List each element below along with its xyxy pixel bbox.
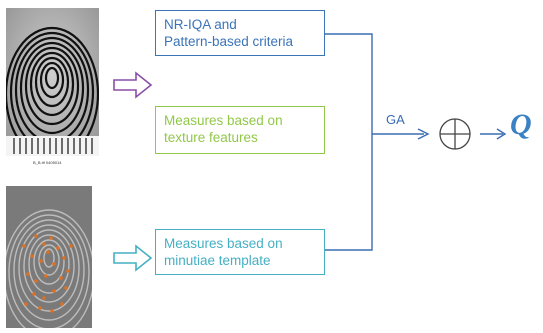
hollow-arrow-bottom-icon: [113, 244, 153, 272]
ga-label: GA: [386, 112, 405, 127]
output-arrow-head-icon: [496, 128, 507, 140]
ga-arrow-head-icon: [417, 128, 430, 140]
criteria-box-nr-iqa: NR-IQA and Pattern-based criteria: [155, 10, 325, 56]
quality-output-label: Q: [510, 108, 532, 141]
criteria-box-minutiae: Measures based on minutiae template: [155, 229, 325, 275]
fingerprint-image-bottom: [6, 186, 92, 328]
criteria-box-minutiae-line1: Measures based on: [164, 236, 283, 251]
criteria-box-texture-line2: texture features: [164, 130, 258, 145]
criteria-box-minutiae-line2: minutiae template: [164, 253, 271, 268]
criteria-box-nr-iqa-line1: NR-IQA and: [164, 17, 237, 32]
circle-plus-icon: [439, 118, 471, 150]
fingerprint-image-top: [6, 8, 99, 156]
criteria-box-texture: Measures based on texture features: [155, 106, 325, 154]
hollow-arrow-top-icon: [113, 71, 153, 99]
criteria-box-texture-line1: Measures based on: [164, 113, 283, 128]
merge-bracket: [325, 33, 373, 251]
criteria-box-nr-iqa-line2: Pattern-based criteria: [164, 34, 294, 49]
fingerprint-top-caption: B_B.tif 0405014: [33, 160, 62, 165]
